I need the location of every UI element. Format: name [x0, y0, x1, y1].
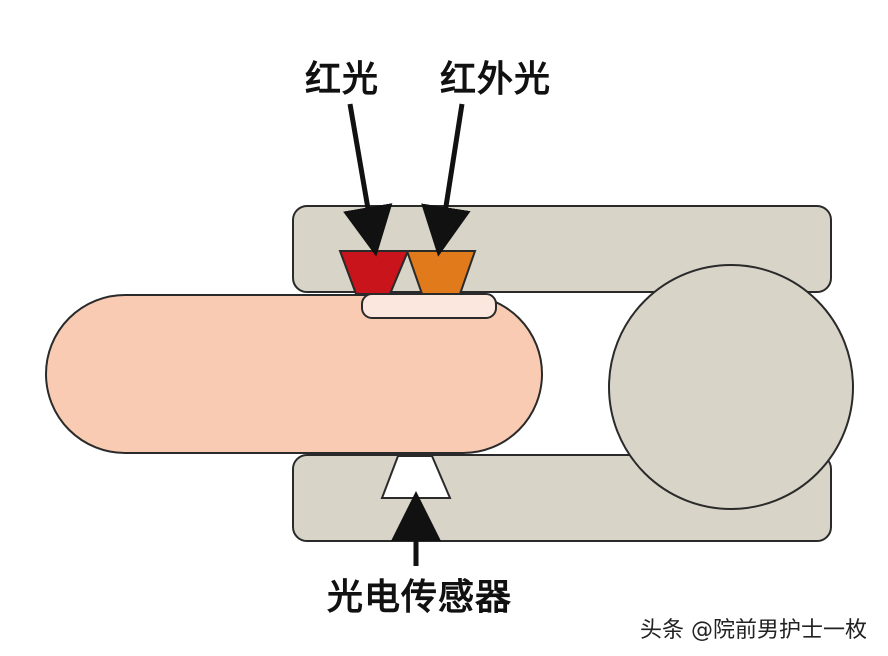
- photo-sensor: [380, 455, 452, 499]
- label-red-light: 红光: [305, 59, 380, 100]
- finger: [45, 294, 543, 454]
- label-infrared-light: 红外光: [440, 59, 552, 100]
- clip-hinge: [608, 264, 854, 510]
- watermark: 头条 @院前男护士一枚: [640, 618, 867, 643]
- arrow-red-light: [343, 103, 393, 257]
- label-photo-sensor: 光电传感器: [327, 577, 513, 618]
- fingernail: [361, 293, 497, 319]
- arrow-infrared-light: [421, 103, 471, 257]
